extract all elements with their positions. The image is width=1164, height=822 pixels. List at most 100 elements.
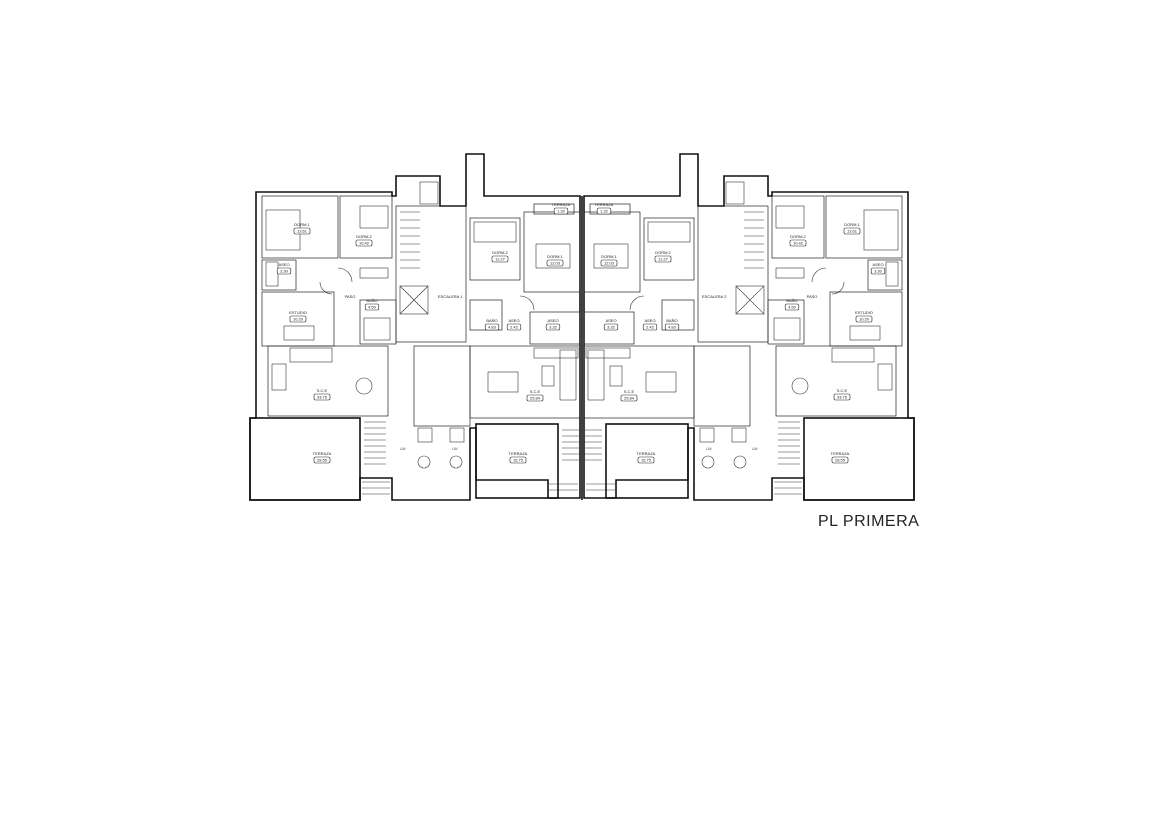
plan-caption: PL PRIMERA [818, 513, 920, 530]
room-label-dorm1-a: DORM.1 [294, 222, 310, 227]
core-2 [693, 181, 769, 469]
room-area-badge [855, 315, 873, 323]
room-area-badge [553, 207, 569, 215]
room-label-terraza-a: TERRAZA [313, 451, 332, 456]
room-area-sce-b: 25.84 [530, 396, 541, 401]
room-area-bano-a: 4.50 [368, 305, 377, 310]
room-area-badge [637, 456, 655, 464]
room-label-terraza-b: TERRAZA [509, 451, 528, 456]
room-area-badge [289, 315, 307, 323]
room-label-aseo-b2: ASEO [547, 318, 558, 323]
room-label-bano-b: BAÑO [486, 318, 497, 323]
unit-b [469, 203, 581, 499]
room-label-aseo-a: ASEO [278, 262, 289, 267]
room-area-aseo-c: 3.32 [607, 325, 616, 330]
unit-a [249, 195, 397, 501]
room-area-sce-c: 25.84 [624, 396, 635, 401]
room-area-dorm1-b: 12.03 [550, 261, 561, 266]
room-label-dorm1-b: DORM.1 [547, 254, 563, 259]
room-label-aseo-c2: ASEO [644, 318, 655, 323]
room-area-badge [276, 267, 292, 275]
room-area-badge [546, 259, 564, 267]
room-area-terraza-b: 15.75 [513, 458, 524, 463]
room-area-dorm2-b: 11.27 [495, 257, 505, 262]
room-area-badge [620, 394, 638, 402]
room-label-aseo-b: ASEO [508, 318, 519, 323]
room-area-aseo-b2: 3.32 [549, 325, 558, 330]
room-label-paso-d: PASO [807, 294, 818, 299]
room-area-badge [870, 267, 886, 275]
room-area-terraza-d: 28.55 [835, 458, 846, 463]
stair-label-2: ESCALERA 2 [702, 294, 727, 299]
room-area-bano-b: 4.83 [488, 325, 497, 330]
room-label-dorm2-d: DORM.2 [790, 234, 806, 239]
room-area-terr-c: 1.32 [600, 209, 609, 214]
room-area-badge [293, 227, 311, 235]
room-area-estudio-d: 10.20 [859, 317, 870, 322]
room-area-terr-b: 1.32 [557, 209, 566, 214]
room-area-bano-d: 4.50 [788, 305, 797, 310]
lav-label: LAV [752, 447, 759, 451]
room-area-aseo-c2: 2.42 [646, 325, 655, 330]
room-area-badge [833, 393, 851, 401]
room-area-badge [600, 259, 618, 267]
room-label-estudio-a: ESTUDIO [289, 310, 307, 315]
room-area-badge [491, 255, 509, 263]
room-area-estudio-a: 10.20 [293, 317, 304, 322]
room-label-sce-d: S.C.E [837, 388, 848, 393]
room-area-badge [313, 393, 331, 401]
room-label-sce-c: S.C.E [624, 389, 635, 394]
building-outline [249, 153, 915, 501]
room-area-dorm2-a: 10.42 [359, 241, 370, 246]
room-label-dorm1-c: DORM.1 [601, 254, 617, 259]
room-area-terraza-a: 28.55 [317, 458, 328, 463]
room-label-estudio-d: ESTUDIO [855, 310, 873, 315]
room-area-sce-d: 33.75 [837, 395, 848, 400]
room-label-terraza-d: TERRAZA [831, 451, 850, 456]
core-1 [395, 181, 471, 469]
room-area-badge [506, 323, 522, 331]
room-area-dorm1-a: 13.61 [297, 229, 308, 234]
room-label-bano-c: BAÑO [666, 318, 677, 323]
room-label-bano-a: BAÑO [366, 298, 377, 303]
unit-c [583, 203, 695, 499]
room-area-dorm1-d: 13.61 [847, 229, 858, 234]
room-area-badge [364, 303, 380, 311]
room-area-sce-a: 33.75 [317, 395, 328, 400]
room-label-terr-b: TERRAZA [552, 202, 571, 207]
room-area-badge [484, 323, 500, 331]
room-area-terraza-c: 15.75 [641, 458, 652, 463]
room-area-aseo-a: 3.30 [280, 269, 289, 274]
room-label-dorm2-c: DORM.2 [655, 250, 671, 255]
room-area-badge [603, 323, 619, 331]
room-label-dorm1-d: DORM.1 [844, 222, 860, 227]
room-label-dorm2-a: DORM.2 [356, 234, 372, 239]
room-label-terr-c: TERRAZA [595, 202, 614, 207]
room-area-badge [831, 456, 849, 464]
room-label-aseo-c: ASEO [605, 318, 616, 323]
room-area-badge [784, 303, 800, 311]
lav-label: LAV [400, 447, 407, 451]
lav-label: LAV [706, 447, 713, 451]
room-label-paso-a: PASO [345, 294, 356, 299]
lav-label: LAV [452, 447, 459, 451]
room-area-dorm2-d: 10.42 [793, 241, 804, 246]
room-area-badge [843, 227, 861, 235]
room-area-badge [313, 456, 331, 464]
room-label-aseo-d: ASEO [872, 262, 883, 267]
room-area-dorm2-c: 11.27 [658, 257, 668, 262]
room-area-badge [526, 394, 544, 402]
room-area-badge [596, 207, 612, 215]
room-area-badge [654, 255, 672, 263]
room-label-sce-a: S.C.E [317, 388, 328, 393]
room-area-dorm1-c: 12.03 [604, 261, 615, 266]
unit-d [767, 195, 915, 501]
room-area-badge [545, 323, 561, 331]
room-area-badge [509, 456, 527, 464]
room-label-dorm2-b: DORM.2 [492, 250, 508, 255]
room-area-aseo-d: 3.30 [874, 269, 883, 274]
room-label-sce-b: S.C.E [530, 389, 541, 394]
room-label-terraza-c: TERRAZA [637, 451, 656, 456]
